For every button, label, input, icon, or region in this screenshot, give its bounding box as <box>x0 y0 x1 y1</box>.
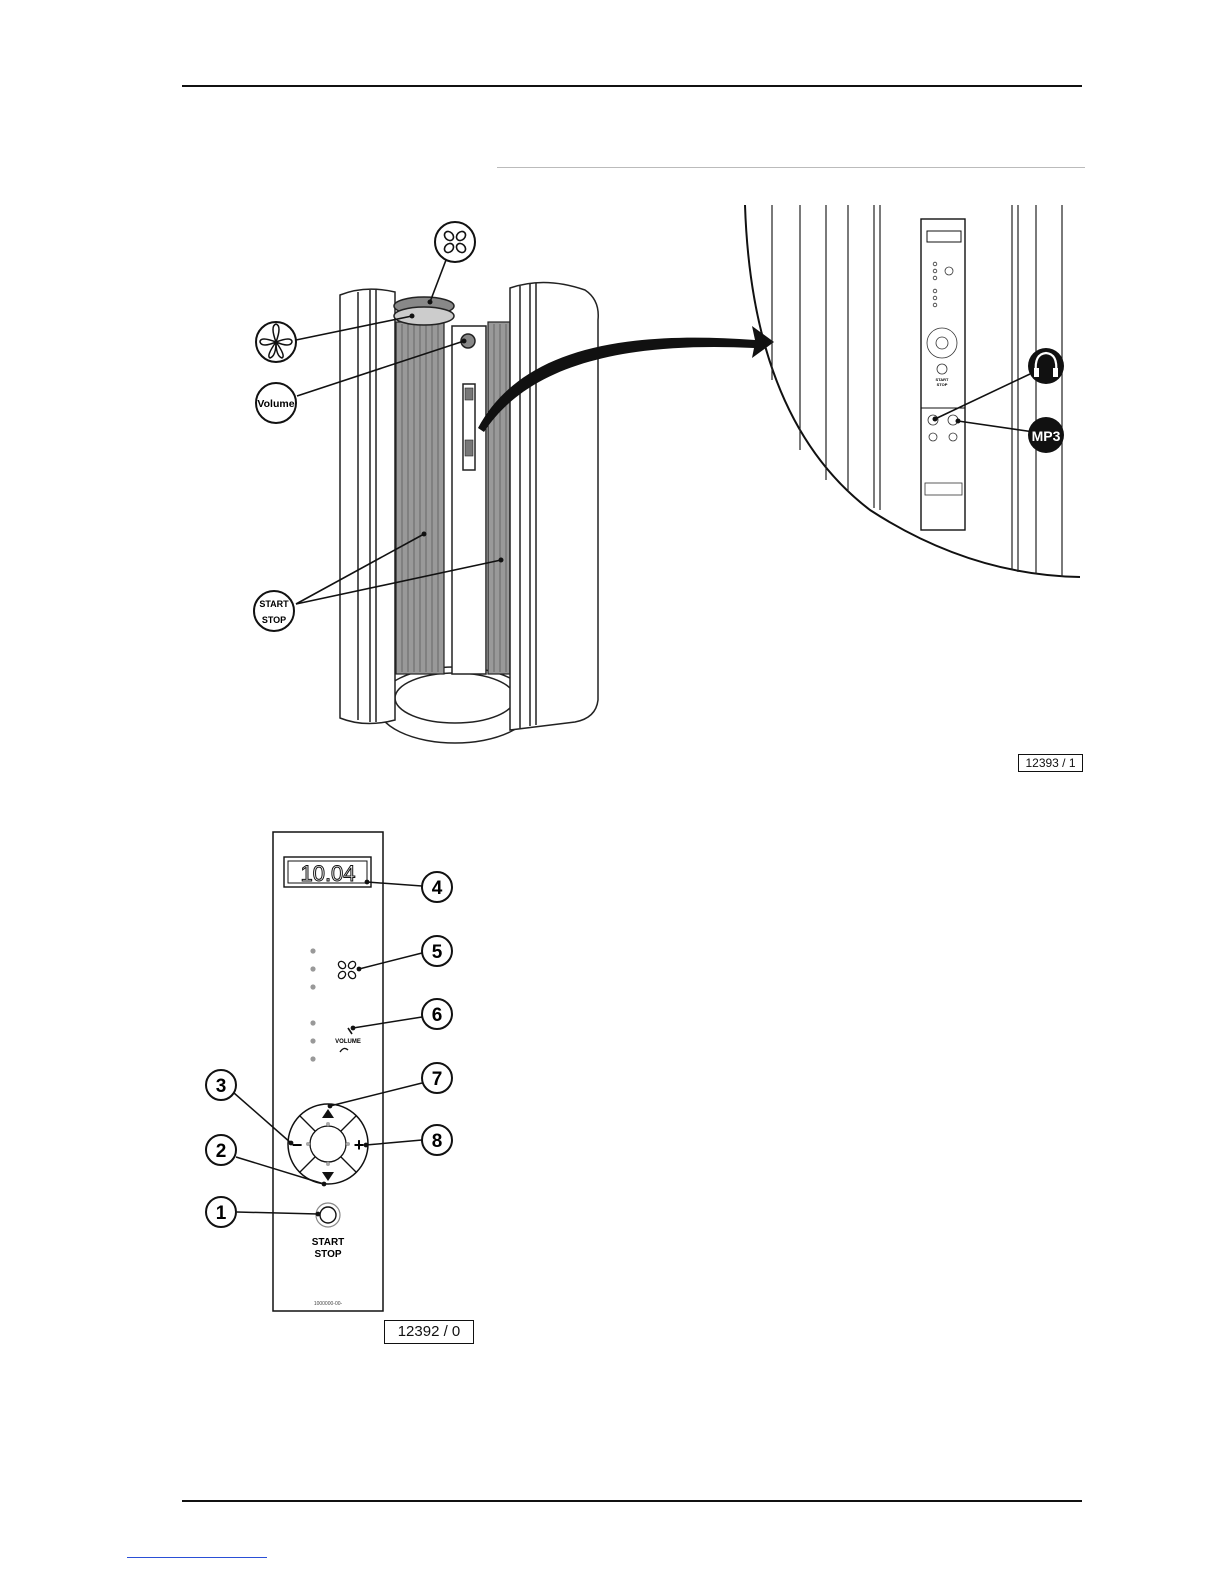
callout-volume-label: Volume <box>257 398 294 410</box>
footer-rule <box>182 1500 1082 1502</box>
callout-4: 4 <box>422 872 452 902</box>
callout-headphones <box>1028 348 1064 384</box>
callout-7-label: 7 <box>432 1069 443 1090</box>
timer-display-value: 10.04 <box>300 861 355 886</box>
control-panel-figure: 10.04 VOLUME − + <box>0 820 1224 1340</box>
callout-stop-label: STOP <box>262 615 286 625</box>
tanning-booth-figure: Volume START STOP <box>0 0 1224 800</box>
booth-left-shell <box>340 289 395 723</box>
timer-display: 10.04 <box>284 857 371 887</box>
callout-start-label: START <box>259 599 289 609</box>
callout-6-label: 6 <box>432 1005 443 1026</box>
booth-canopy <box>394 297 454 325</box>
direction-pad: − + <box>288 1104 368 1184</box>
footer-link-underline[interactable] <box>127 1557 267 1558</box>
callout-aroma <box>256 322 296 362</box>
callout-5-label: 5 <box>432 942 443 963</box>
callout-4-label: 4 <box>432 878 443 899</box>
callout-start-stop: START STOP <box>254 591 294 631</box>
detail-view: START STOP MP3 <box>745 205 1080 577</box>
callout-1-label: 1 <box>216 1203 227 1224</box>
callout-2-label: 2 <box>216 1141 227 1162</box>
callout-volume: Volume <box>256 383 296 423</box>
minus-sign: − <box>292 1135 303 1155</box>
callout-1: 1 <box>206 1197 236 1227</box>
booth-left-lamps <box>396 322 444 674</box>
detail-stop-label: STOP <box>937 382 948 387</box>
callout-7: 7 <box>422 1063 452 1093</box>
callout-5: 5 <box>422 936 452 966</box>
panel-serial: 1000000-00- <box>314 1301 343 1307</box>
figure-reference-top: 12393 / 1 <box>1018 754 1083 772</box>
booth-centre-column <box>452 326 486 674</box>
callout-mp3-label: MP3 <box>1032 428 1061 444</box>
callout-mp3: MP3 <box>1028 417 1064 453</box>
callout-3-label: 3 <box>216 1076 227 1097</box>
panel-stop-label: STOP <box>314 1249 341 1260</box>
callout-6: 6 <box>422 999 452 1029</box>
callout-8-label: 8 <box>432 1131 443 1152</box>
booth-right-lamps <box>488 322 510 674</box>
callout-2: 2 <box>206 1135 236 1165</box>
callout-8: 8 <box>422 1125 452 1155</box>
panel-volume-label: VOLUME <box>335 1039 361 1045</box>
callout-3: 3 <box>206 1070 236 1100</box>
callout-fan <box>435 222 475 262</box>
figure-reference-bottom: 12392 / 0 <box>384 1320 474 1344</box>
plus-sign: + <box>354 1135 365 1155</box>
booth-right-shell <box>510 282 598 730</box>
panel-start-label: START <box>312 1237 345 1248</box>
